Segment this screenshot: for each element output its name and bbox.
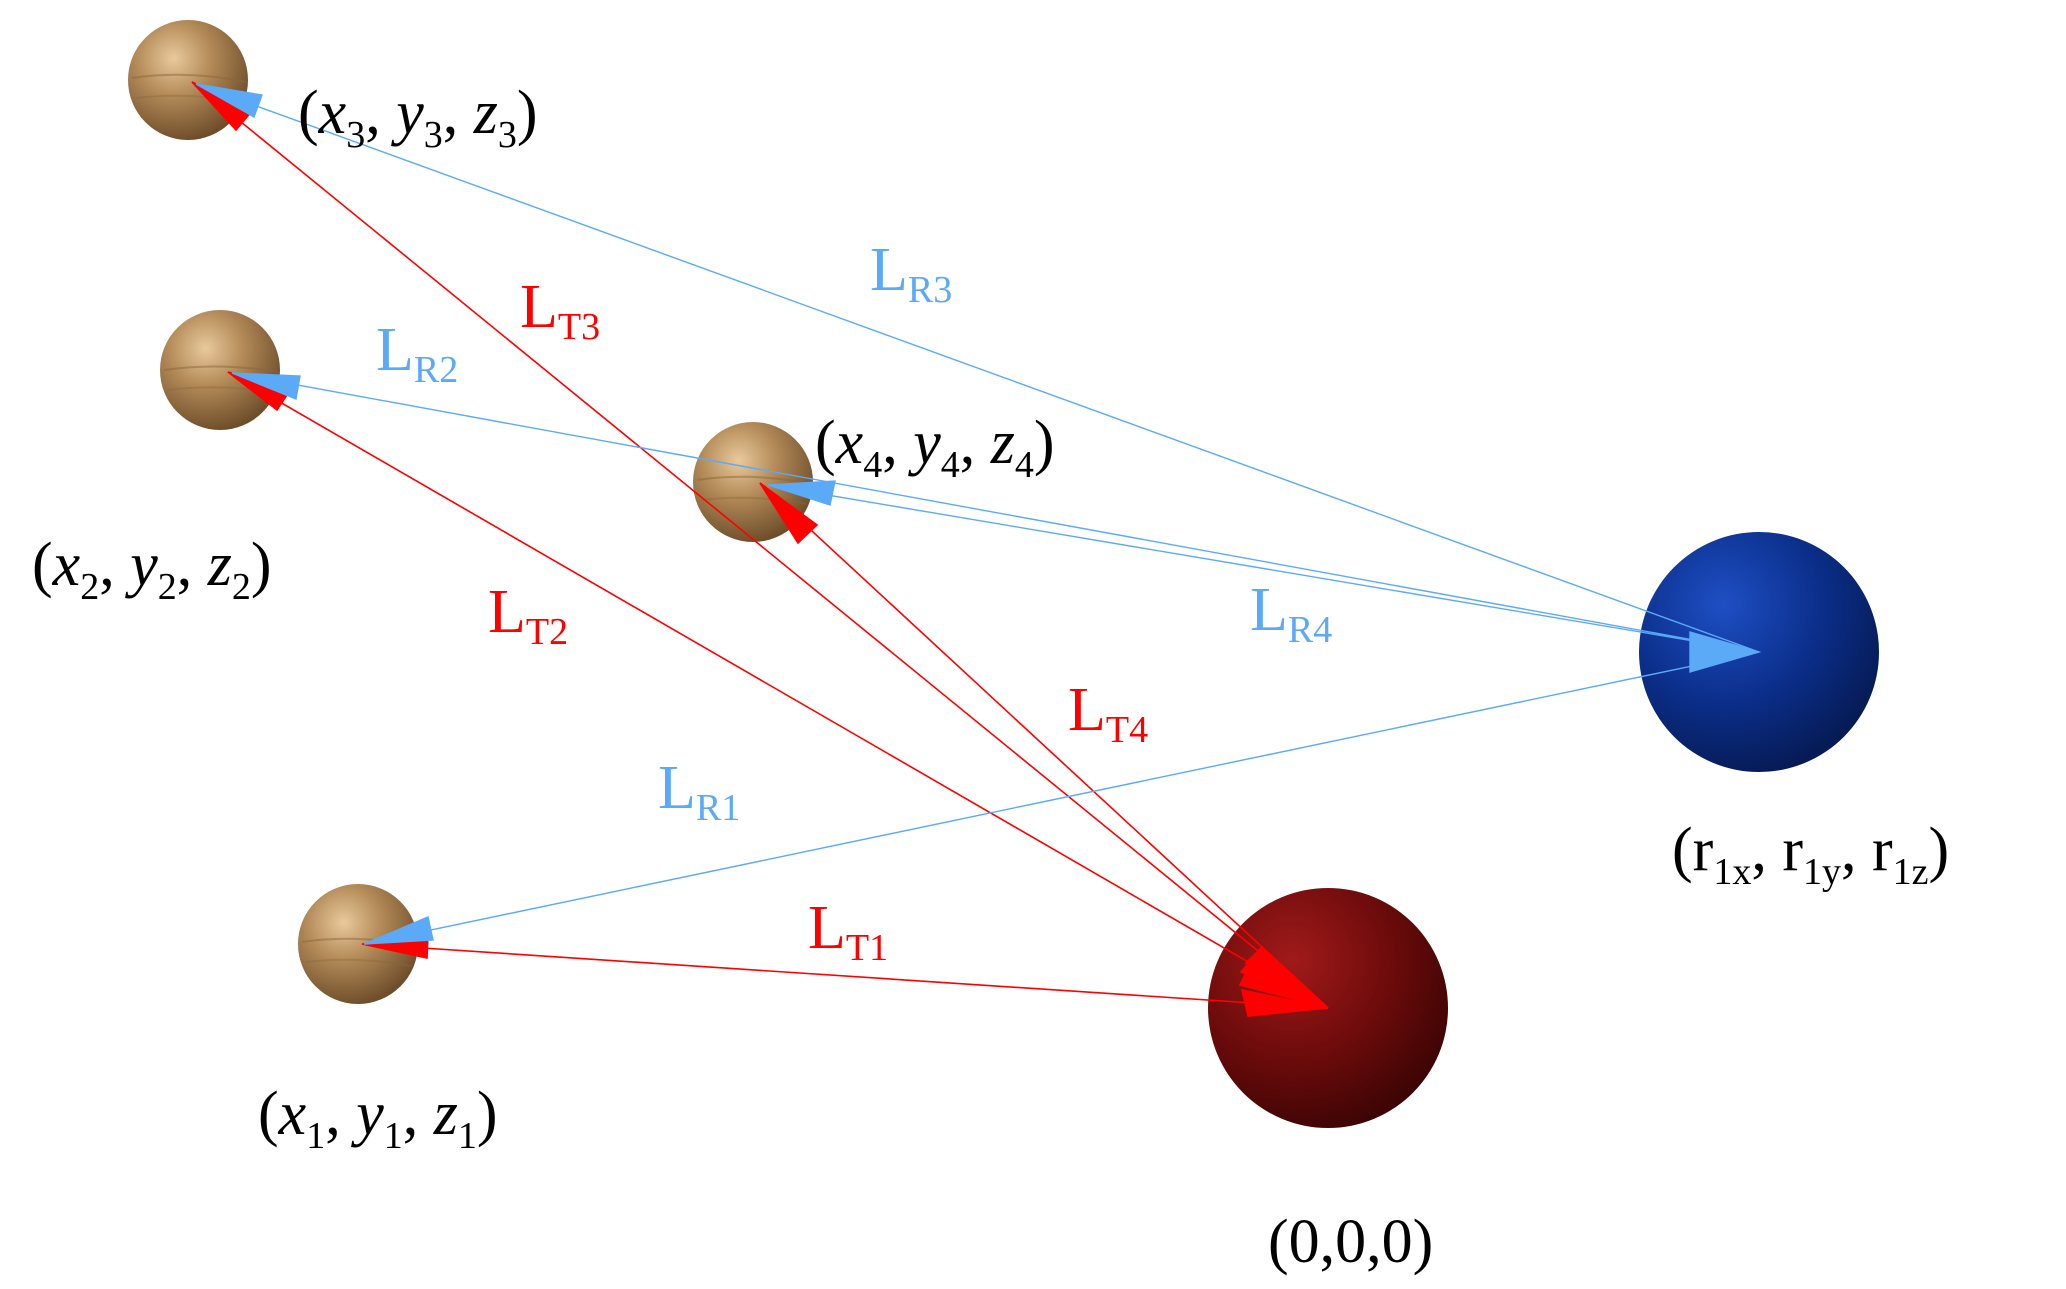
link-lt1-tip <box>1240 988 1329 1017</box>
link-lr4-line <box>767 484 1760 653</box>
link-lr1-arrowhead <box>363 916 434 945</box>
link-label-lt1: LT1 <box>808 894 888 969</box>
tag-sphere-1 <box>298 884 418 1004</box>
link-lr-tip <box>1689 631 1762 673</box>
link-label-lt4: LT4 <box>1068 676 1148 751</box>
transmit-links <box>191 81 1329 1017</box>
link-lt4-arrowhead <box>759 482 819 545</box>
link-lr4-arrowhead <box>767 480 836 506</box>
link-lt4-tip <box>1244 945 1329 1009</box>
receiver-label: (r1x, r1y, r1z) <box>1672 816 1949 893</box>
tag-label-4: (x4, y4, z4) <box>815 409 1055 486</box>
link-lt2-line <box>227 371 1329 1009</box>
link-lt4-line <box>759 482 1329 1009</box>
link-label-lr2: LR2 <box>376 316 458 391</box>
link-lr2-line <box>231 372 1760 653</box>
link-lr3-line <box>195 83 1760 653</box>
link-lt3-line <box>191 81 1329 1009</box>
link-label-lt3: LT3 <box>520 273 600 348</box>
link-label-lr1: LR1 <box>658 754 740 829</box>
tag-label-2: (x2, y2, z2) <box>32 531 272 608</box>
link-lr2-arrowhead <box>231 372 301 400</box>
link-lt1-line <box>361 943 1329 1009</box>
receive-links <box>195 83 1762 945</box>
link-label-lr3: LR3 <box>870 236 952 311</box>
link-label-lt2: LT2 <box>488 578 568 653</box>
link-lr1-line <box>363 651 1760 945</box>
link-label-lr4: LR4 <box>1250 576 1332 651</box>
tag-sphere-2 <box>160 310 280 430</box>
link-lr3-arrowhead <box>195 83 263 119</box>
tag-label-1: (x1, y1, z1) <box>258 1080 498 1157</box>
transmitter-label: (0,0,0) <box>1268 1208 1433 1276</box>
tag-label-3: (x3, y3, z3) <box>298 79 538 156</box>
